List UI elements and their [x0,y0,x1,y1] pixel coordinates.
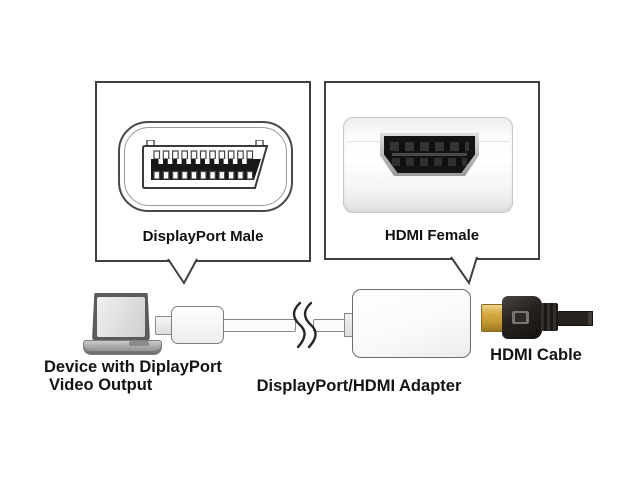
displayport-male-label: DisplayPort Male [142,228,264,245]
hdmi-gold-connector-tip [481,304,504,332]
adapter-cable-segment-left [222,319,296,332]
adapter-label: DisplayPort/HDMI Adapter [256,377,462,395]
cable-break-icon [292,301,317,349]
hdmi-female-label: HDMI Female [384,227,480,244]
hdmi-connector-logo-inner [515,313,526,322]
laptop-screen [97,297,145,337]
hdmi-port-pin-slots-top [390,142,469,151]
hdmi-cable-label: HDMI Cable [490,346,582,364]
laptop-base [83,340,162,355]
hdmi-strain-relief [541,303,558,331]
hdmi-port-tongue [392,153,467,156]
dp-connector-pins-icon [142,140,269,189]
adapter-body [352,289,471,358]
hdmi-port-pin-slots-bottom [392,158,467,166]
callout-pointer-left-icon [167,258,198,285]
plug-body [171,306,224,344]
device-label: Device with DiplayPort Video Output [44,358,254,394]
callout-pointer-right-icon [450,256,478,286]
hdmi-cable-wire [557,311,593,326]
device-label-line1: Device with DiplayPort [44,358,222,376]
laptop-base-notch [129,341,149,346]
device-label-line2: Video Output [49,376,153,394]
